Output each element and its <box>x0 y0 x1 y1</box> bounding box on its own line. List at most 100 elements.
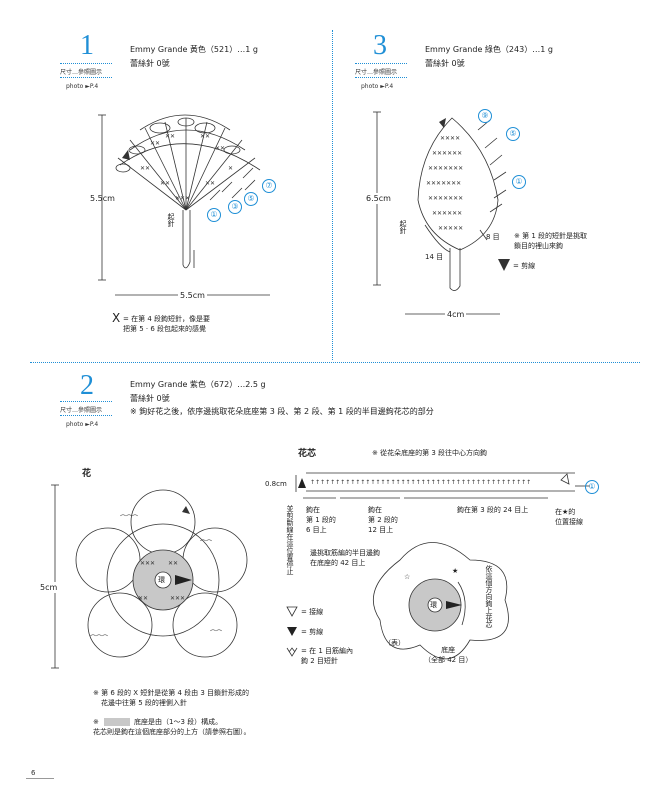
section-3-count-14: 14 目 <box>425 253 444 261</box>
svg-text:✕✕: ✕✕ <box>150 140 160 147</box>
core-legend-cut: = 剪線 <box>301 628 324 636</box>
svg-text:⌒⌒⌒: ⌒⌒⌒ <box>120 515 138 522</box>
core-seg-1-label: 鉤在 第 1 段的 6 目上 <box>306 506 336 534</box>
svg-text:✕✕: ✕✕ <box>168 560 178 567</box>
section-3-row-marker-9: ⑨ <box>478 109 492 123</box>
core-star-label: 在★的 位置接線 <box>555 508 583 526</box>
core-height-label: 0.8cm <box>265 480 287 488</box>
section-3-rule <box>355 63 407 64</box>
svg-text:✕✕: ✕✕ <box>200 133 210 140</box>
section-2-hook: 蕾絲針 0號 <box>130 394 170 403</box>
section-2-rule <box>60 401 112 402</box>
core-legend-join: = 接線 <box>301 608 324 616</box>
core-row-marker-1: ① <box>585 480 599 494</box>
core-base-label: （表） <box>384 639 405 647</box>
svg-text:✕✕✕✕✕✕✕: ✕✕✕✕✕✕✕ <box>426 180 461 187</box>
section-2-photo-ref: photo ►P.4 <box>66 421 99 428</box>
svg-text:↑↑↑↑↑↑↑↑↑↑↑↑↑↑↑↑↑↑↑↑↑↑↑↑↑↑↑↑↑↑: ↑↑↑↑↑↑↑↑↑↑↑↑↑↑↑↑↑↑↑↑↑↑↑↑↑↑↑↑↑↑↑↑↑↑↑↑↑↑↑↑… <box>310 479 531 486</box>
section-3-height-label: 6.5cm <box>366 193 391 204</box>
vertical-divider <box>332 30 333 360</box>
section-2-yarn: Emmy Grande 紫色（672）…2.5 g <box>130 380 266 389</box>
flower-chart: ✕✕✕✕✕ ✕✕✕✕✕ ⌒⌒⌒⌒⌒ ⌒⌒⌒⌒⌒ <box>51 484 248 669</box>
section-1-hook: 蕾絲針 0號 <box>130 59 170 68</box>
core-half-stitch-label: 邊挑取筋編的半目邊鉤 在底座的 42 目上 <box>310 549 380 567</box>
core-title: 花芯 <box>298 449 317 459</box>
core-center-label: 環 <box>430 601 437 609</box>
svg-text:✕✕✕: ✕✕✕ <box>140 560 155 567</box>
core-star-right: ★ <box>452 567 459 575</box>
section-1-height-label: 5.5cm <box>90 194 115 203</box>
svg-text:⌒⌒: ⌒⌒ <box>210 630 222 637</box>
flower-height-label: 5cm <box>40 582 58 593</box>
svg-text:✕✕✕✕✕✕✕: ✕✕✕✕✕✕✕ <box>428 195 463 202</box>
core-base-caption: 底座 （全部 42 目） <box>424 646 473 664</box>
core-star-left: ☆ <box>404 573 411 581</box>
svg-text:⌒⌒: ⌒⌒ <box>200 540 212 547</box>
section-1-row-marker-3: ③ <box>228 200 242 214</box>
flower-base-note-2: 花芯則是鉤在這個底座部分的上方（請參照右圖）。 <box>93 728 251 736</box>
section-1-photo-ref: photo ►P.4 <box>66 83 99 90</box>
section-1-rule <box>60 63 112 64</box>
section-1-width-label: 5.5cm <box>178 290 207 301</box>
flower-center-label: 環 <box>158 576 165 584</box>
section-3-start-label: 起針 <box>399 220 407 234</box>
section-3-hook: 蕾絲針 0號 <box>425 59 465 68</box>
section-1-note-symbol: X <box>112 311 121 325</box>
svg-text:✕✕: ✕✕ <box>165 133 175 140</box>
svg-text:✕✕: ✕✕ <box>205 180 215 187</box>
section-2-number: 2 <box>80 370 94 401</box>
svg-text:✕✕✕✕✕✕: ✕✕✕✕✕✕ <box>432 210 462 217</box>
section-3-count-8: 8 目 <box>486 233 500 241</box>
page-footer-rule <box>26 778 54 779</box>
section-1-start-label: 起針 <box>167 213 175 227</box>
svg-text:✕✕✕✕✕✕: ✕✕✕✕✕✕ <box>432 150 462 157</box>
svg-text:✕✕✕✕✕✕✕: ✕✕✕✕✕✕✕ <box>428 165 463 172</box>
svg-text:✕✕: ✕✕ <box>138 595 148 602</box>
core-seg-3-label: 鉤在第 3 段的 24 目上 <box>457 506 529 514</box>
svg-text:✕✕: ✕✕ <box>215 145 225 152</box>
section-3-row-marker-5: ⑤ <box>506 127 520 141</box>
section-3-note: ※ 第 1 段的短針是挑取 鎖目的裡山來鉤 <box>514 232 587 250</box>
flower-title: 花 <box>82 469 92 479</box>
section-3-rule-2 <box>355 77 407 78</box>
svg-text:✕✕✕: ✕✕✕ <box>170 595 185 602</box>
flower-base-note-prefix: ※ <box>93 718 99 726</box>
core-stop-label: 並剪斷線在這位置停止 <box>286 505 294 575</box>
flower-note-1: ※ 第 6 段的 X 短針是從第 4 段由 3 目鎖針形成的 <box>93 689 250 697</box>
section-3-row-marker-1: ① <box>512 175 526 189</box>
section-1-chart: ✕✕✕✕✕✕ ✕✕✕✕✕ ✕✕✕✕✕✕✕ <box>98 114 270 296</box>
section-1-number: 1 <box>80 30 94 61</box>
section-3-cut-label: = 剪線 <box>513 262 536 270</box>
section-1-row-marker-1: ① <box>207 208 221 222</box>
svg-text:✕✕✕✕: ✕✕✕✕ <box>440 135 460 142</box>
svg-text:✕✕: ✕✕ <box>140 165 150 172</box>
section-1-size-ref: 尺寸…參照圖示 <box>60 69 103 76</box>
core-chart: ↑↑↑↑↑↑↑↑↑↑↑↑↑↑↑↑↑↑↑↑↑↑↑↑↑↑↑↑↑↑↑↑↑↑↑↑↑↑↑↑… <box>286 472 590 660</box>
flower-note-2: 花邊中往第 5 段的裡側入針 <box>101 699 187 707</box>
svg-text:✕✕: ✕✕ <box>160 180 170 187</box>
section-2-rule-2 <box>60 415 112 416</box>
section-2-size-ref: 尺寸…參照圖示 <box>60 407 103 414</box>
svg-text:✕: ✕ <box>228 165 233 172</box>
horizontal-divider <box>30 362 640 363</box>
section-1-row-marker-7: ⑦ <box>262 179 276 193</box>
core-legend-double: = 在 1 目筋編內 鉤 2 目短針 <box>301 647 353 665</box>
section-3-size-ref: 尺寸…參照圖示 <box>355 69 398 76</box>
section-1-row-marker-5: ⑤ <box>244 192 258 206</box>
core-direction-label: 依這個方向鉤上花芯 <box>485 565 493 628</box>
svg-text:✕✕✕✕✕: ✕✕✕✕✕ <box>438 225 463 232</box>
section-3-width-label: 4cm <box>445 309 467 320</box>
section-1-rule-2 <box>60 77 112 78</box>
section-1-yarn: Emmy Grande 黃色（521）…1 g <box>130 45 258 54</box>
svg-text:⌒⌒⌒: ⌒⌒⌒ <box>90 635 108 642</box>
page-number: 6 <box>31 769 36 777</box>
section-3-yarn: Emmy Grande 綠色（243）…1 g <box>425 45 553 54</box>
section-2-instruction: ※ 鉤好花之後，依序邊挑取花朵底座第 3 段、第 2 段、第 1 段的半目邊鉤花… <box>130 407 434 416</box>
core-seg-2-label: 鉤在 第 2 段的 12 目上 <box>368 506 398 534</box>
svg-text:✕✕✕: ✕✕✕ <box>175 195 190 202</box>
flower-base-swatch <box>104 718 130 726</box>
section-3-number: 3 <box>373 30 387 61</box>
section-1-note: = 在第 4 段鉤短針，像是要 把第 5 · 6 段包起來的感覺 <box>123 315 210 333</box>
flower-base-note: 底座是由（1～3 段）構成。 <box>134 718 223 726</box>
core-note: ※ 從花朵底座的第 3 段往中心方向鉤 <box>372 449 487 457</box>
